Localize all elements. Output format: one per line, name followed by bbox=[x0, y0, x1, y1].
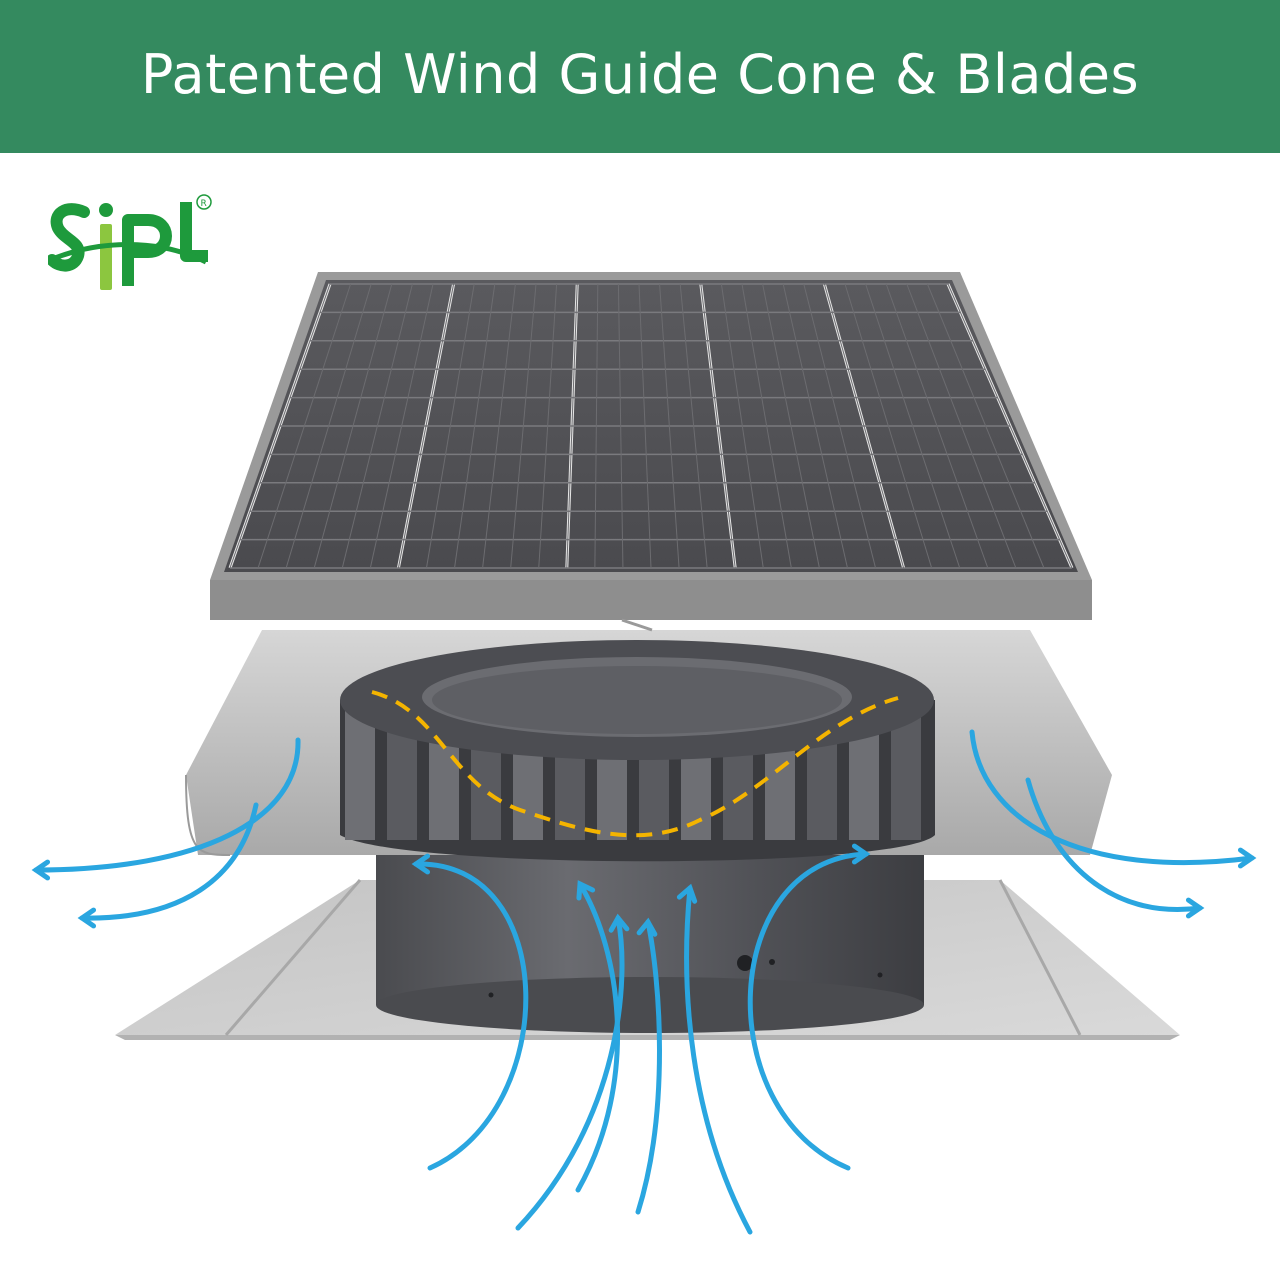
airflow-arrow-icon bbox=[1025, 777, 1203, 912]
panel-cell-line bbox=[741, 283, 792, 569]
fan-blade-ring bbox=[340, 640, 935, 862]
wind-guide-line bbox=[371, 690, 899, 838]
arrowhead-icon bbox=[851, 843, 871, 865]
panel-cell-line bbox=[926, 283, 1045, 569]
panel-cell-line bbox=[510, 283, 537, 569]
panel-cell-line bbox=[229, 283, 331, 569]
arrowhead-icon bbox=[676, 883, 698, 904]
panel-cell-line bbox=[720, 283, 764, 569]
arrowhead-icon bbox=[77, 907, 97, 929]
panel-cell-line bbox=[257, 283, 352, 569]
panel-cell-line bbox=[313, 283, 393, 569]
airflow-arrow-icon bbox=[635, 919, 662, 1215]
airflow-arrow-icon bbox=[684, 885, 753, 1235]
panel-cell-line bbox=[865, 283, 961, 569]
panel-cell-line bbox=[566, 283, 578, 569]
airflow-arrow-icon bbox=[413, 861, 529, 1171]
airflow-arrow-icon bbox=[33, 737, 301, 873]
header-banner: Patented Wind Guide Cone & Blades bbox=[0, 0, 1280, 153]
panel-cell-line bbox=[397, 283, 455, 569]
panel-cell-line bbox=[285, 283, 372, 569]
arrowhead-icon bbox=[636, 917, 658, 937]
arrowhead-icon bbox=[576, 880, 596, 901]
arrowhead-icon bbox=[1237, 847, 1257, 869]
panel-cell-line bbox=[659, 283, 680, 569]
panel-cell-line bbox=[538, 283, 558, 569]
panel-cell-line bbox=[803, 283, 877, 569]
panel-cell-line bbox=[369, 283, 434, 569]
panel-cell-line bbox=[679, 283, 708, 569]
sipl-logo: R bbox=[48, 194, 212, 290]
arrowhead-icon bbox=[411, 853, 431, 875]
fan-duct bbox=[376, 855, 924, 1033]
product-illustration bbox=[31, 272, 1257, 1235]
panel-cell-line bbox=[594, 283, 599, 569]
arrowhead-icon bbox=[608, 913, 630, 933]
airflow-arrow-icon bbox=[515, 915, 625, 1231]
panel-cell-line bbox=[617, 283, 624, 569]
panel-cell-line bbox=[425, 283, 475, 569]
page-title: Patented Wind Guide Cone & Blades bbox=[140, 43, 1140, 106]
arrowhead-icon bbox=[31, 859, 51, 881]
solar-panel bbox=[210, 272, 1092, 632]
svg-text:R: R bbox=[201, 199, 207, 209]
panel-cell-line bbox=[844, 283, 933, 569]
arrowhead-icon bbox=[1185, 897, 1205, 919]
panel-cell-line bbox=[341, 283, 413, 569]
panel-cell-line bbox=[906, 283, 1017, 569]
panel-cell-line bbox=[885, 283, 989, 569]
airflow-arrow-icon bbox=[79, 802, 259, 921]
panel-cell-line bbox=[482, 283, 516, 569]
panel-cell-line bbox=[782, 283, 848, 569]
panel-cell-line bbox=[638, 283, 652, 569]
panel-cell-line bbox=[454, 283, 496, 569]
airflow-arrow-icon bbox=[747, 851, 869, 1171]
panel-cell-line bbox=[700, 283, 736, 569]
panel-cell-line bbox=[823, 283, 905, 569]
panel-cell-line bbox=[947, 283, 1073, 569]
panel-cell-line bbox=[762, 283, 820, 569]
